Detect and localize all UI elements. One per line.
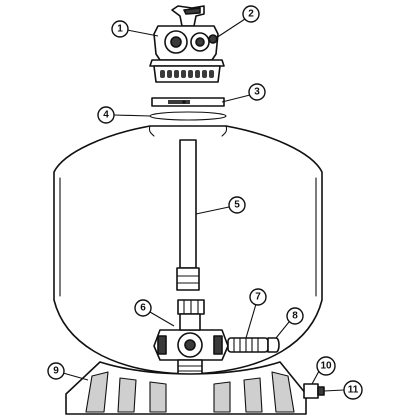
lateral-hub (153, 299, 229, 377)
base-stand (65, 361, 307, 415)
valve-base-slots (160, 70, 214, 78)
callout-7: 7 (245, 288, 267, 339)
callout-6: 6 (134, 299, 175, 327)
callout-2-label: 2 (248, 9, 254, 20)
callout-1-label: 1 (117, 24, 123, 35)
callout-9: 9 (47, 362, 89, 381)
callout-1: 1 (111, 20, 159, 38)
callout-10: 10 (311, 356, 336, 385)
drain-plug (303, 383, 325, 399)
callout-8-label: 8 (292, 311, 298, 322)
callout-10-label: 10 (320, 361, 332, 372)
center-standpipe (176, 139, 200, 291)
callout-4-label: 4 (103, 110, 109, 121)
callout-11-label: 11 (348, 385, 359, 396)
callout-5: 5 (195, 196, 246, 215)
callout-2: 2 (215, 5, 260, 39)
callout-4: 4 (97, 106, 151, 124)
callout-8: 8 (275, 307, 304, 339)
o-ring (149, 111, 227, 121)
multiport-valve (149, 5, 225, 83)
clamp-collar (151, 97, 225, 107)
callout-3: 3 (221, 83, 266, 103)
callout-3-label: 3 (254, 87, 260, 98)
callout-5-label: 5 (234, 200, 240, 211)
callout-9-label: 9 (53, 366, 59, 377)
callout-7-label: 7 (255, 292, 261, 303)
callout-11: 11 (323, 380, 363, 400)
callout-6-label: 6 (140, 303, 146, 314)
lateral-arm (227, 337, 280, 353)
